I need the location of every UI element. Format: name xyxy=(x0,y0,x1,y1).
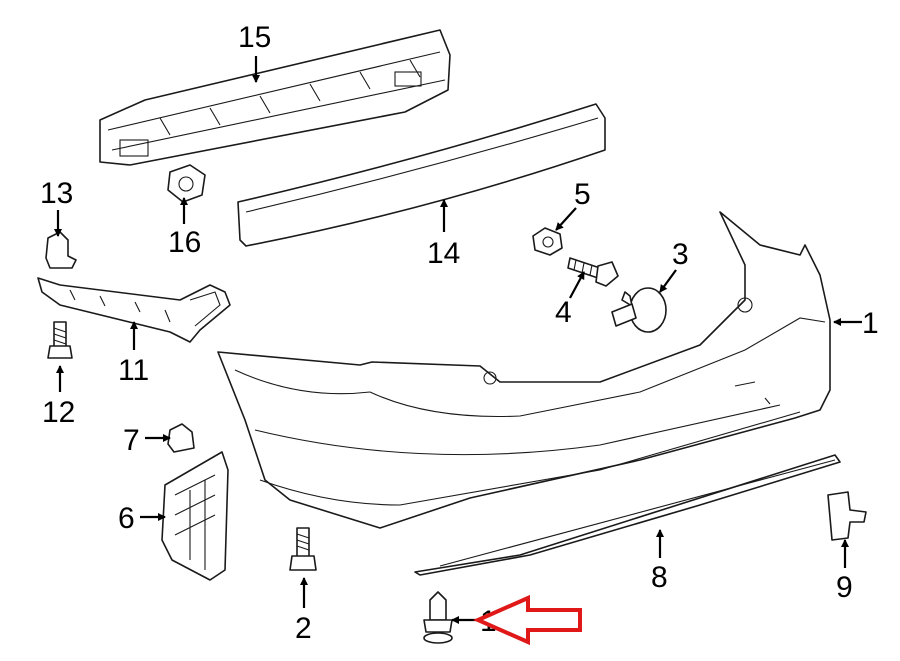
nut-part-5 xyxy=(532,227,563,256)
energy-absorber-part xyxy=(237,103,606,247)
side-support-part xyxy=(161,451,229,581)
bumper-cover-part xyxy=(217,211,831,529)
callout-numbers: 1 2 3 4 5 6 7 8 9 10 11 12 13 14 15 16 xyxy=(40,21,879,645)
bolt-part-2 xyxy=(289,527,317,571)
callout-4: 4 xyxy=(555,296,572,329)
callout-5: 5 xyxy=(574,178,591,211)
callout-15: 15 xyxy=(238,21,271,54)
nut-part xyxy=(167,164,206,203)
callout-1: 1 xyxy=(862,307,879,340)
callout-12: 12 xyxy=(42,396,75,429)
highlight-arrow-icon xyxy=(473,594,582,646)
callout-8: 8 xyxy=(651,561,668,594)
push-clip-part xyxy=(423,591,453,644)
callout-9: 9 xyxy=(836,571,853,604)
lower-molding-part xyxy=(414,454,841,576)
leader-5 xyxy=(555,207,577,231)
retainer-part xyxy=(45,231,77,269)
retainer-clip-part xyxy=(167,423,195,453)
callout-13: 13 xyxy=(40,177,73,210)
leader-lines xyxy=(54,56,862,624)
bracket-part xyxy=(827,491,867,541)
callout-14: 14 xyxy=(427,237,460,270)
callout-7: 7 xyxy=(123,424,140,457)
callout-11: 11 xyxy=(118,354,149,387)
bumper-reinforcement-part xyxy=(99,29,451,166)
callout-16: 16 xyxy=(168,226,201,259)
callout-6: 6 xyxy=(118,502,135,535)
leader-3 xyxy=(659,269,677,293)
screw-part xyxy=(47,321,73,359)
side-bracket-part xyxy=(37,277,231,343)
callout-3: 3 xyxy=(672,238,689,271)
leader-4 xyxy=(569,271,585,299)
bolt-part xyxy=(567,257,619,287)
callout-2: 2 xyxy=(295,612,312,645)
sensor-part xyxy=(611,287,667,333)
